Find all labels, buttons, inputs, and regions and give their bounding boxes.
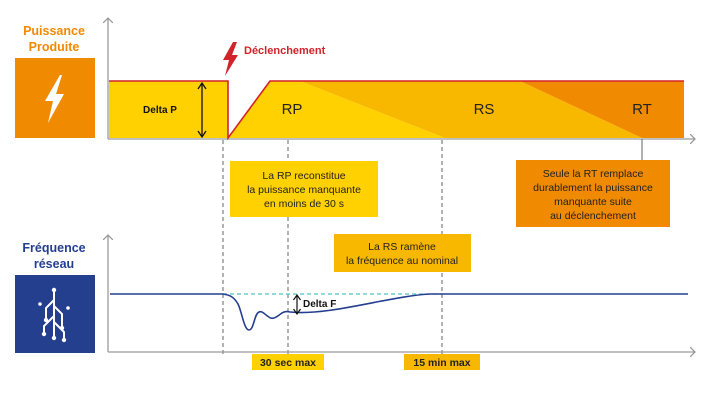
- rp-callout-line3: en moins de 30 s: [264, 198, 344, 210]
- power-areas: [109, 80, 684, 141]
- rs-callout-line2: la fréquence au nominal: [346, 255, 458, 267]
- rt-callout-line3: manquante suite: [554, 196, 632, 208]
- t1-label: 30 sec max: [260, 357, 316, 369]
- rs-label: RS: [474, 101, 495, 118]
- rp-callout-line2: la puissance manquante: [247, 184, 361, 196]
- delta-f-label: Delta F: [303, 299, 336, 310]
- t2-badge: [404, 354, 480, 370]
- rs-callout-line1: La RS ramène: [368, 241, 436, 253]
- rp-callout: [230, 161, 378, 217]
- power-curve: [109, 80, 684, 141]
- frequency-panel-title-line2: réseau: [34, 257, 74, 271]
- rt-callout-line4: au déclenchement: [550, 210, 636, 222]
- lightning-red-icon: [223, 42, 238, 76]
- t1-badge: [252, 354, 324, 370]
- rs-callout: [334, 234, 471, 272]
- rt-callout: [516, 160, 670, 227]
- power-panel-title-line1: Puissance: [23, 24, 85, 38]
- t2-label: 15 min max: [413, 357, 470, 369]
- frequency-panel-title-line1: Fréquence: [22, 241, 85, 255]
- frequency-curve: [110, 293, 688, 331]
- trip-label: Déclenchement: [244, 45, 326, 57]
- rt-callout-line2: durablement la puissance: [533, 182, 653, 194]
- lightning-icon: [45, 75, 64, 123]
- circuit-tree-icon: [38, 287, 70, 343]
- rp-label: RP: [282, 101, 303, 118]
- rp-callout-line1: La RP reconstitue: [262, 170, 345, 182]
- power-panel-title-line2: Produite: [29, 40, 80, 54]
- delta-p-label: Delta P: [143, 105, 177, 116]
- rt-label: RT: [632, 101, 652, 118]
- pre-trip-power-area: [109, 81, 228, 138]
- rt-area: [520, 81, 684, 138]
- rt-callout-line1: Seule la RT remplace: [543, 168, 644, 180]
- rp-area: [228, 81, 445, 138]
- rs-area: [300, 81, 642, 138]
